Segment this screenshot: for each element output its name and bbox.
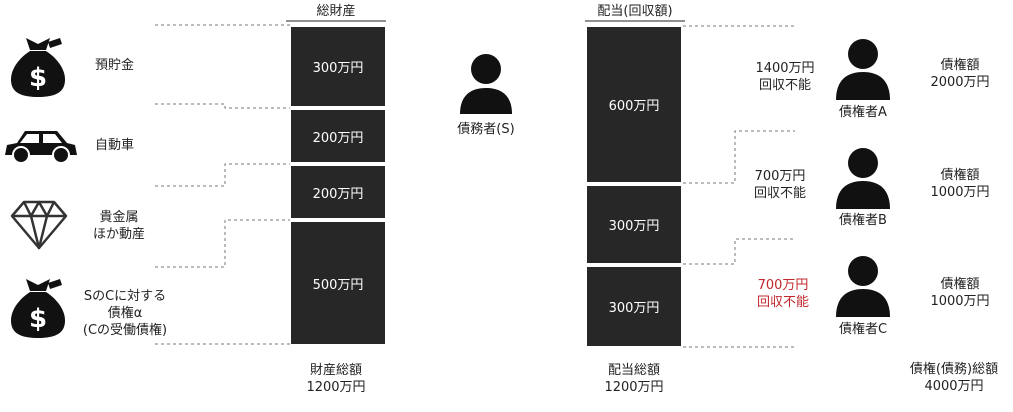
svg-text:$: $ [29,304,47,334]
asset-label-valuables: 貴金属 ほか動産 [92,210,145,242]
claims-total: 債権(債務)総額 4000万円 [909,362,999,394]
claim-amount-c: 債権額 1000万円 [930,277,990,309]
money-bag-icon: $ [8,275,68,339]
claim-amount-b: 債権額 1000万円 [930,168,990,200]
person-icon [834,255,892,317]
uncollectible-a: 1400万円 回収不能 [755,61,815,93]
distribution-block: 300万円 [587,186,681,263]
asset-bracket-line [155,219,290,268]
distribution-bracket-line [683,238,795,265]
assets-total: 財産総額 1200万円 [306,363,366,395]
asset-block: 200万円 [291,110,385,162]
diamond-icon [10,199,68,251]
distribution-header: 配当(回収額) [597,4,673,19]
distribution-block: 600万円 [587,27,681,182]
asset-block: 500万円 [291,222,385,344]
debtor-label: 債務者(S) [457,122,515,137]
asset-label-savings: 預貯金 [95,58,135,73]
uncollectible-b: 700万円 回収不能 [753,169,806,201]
person-icon [834,38,892,100]
uncollectible-c: 700万円 回収不能 [756,278,809,310]
car-icon [3,125,79,165]
asset-bracket-line [155,103,290,109]
claim-amount-a: 債権額 2000万円 [930,58,990,90]
asset-label-claim-alpha: SのCに対する 債権α (Cの受働債権) [82,289,168,338]
creditor-a-label: 債権者A [839,105,887,120]
assets-header: 総財産 [316,4,356,19]
asset-bracket-line [155,163,290,187]
distribution-bracket-line [683,130,795,184]
distribution-block: 300万円 [587,267,681,346]
asset-label-car: 自動車 [95,138,135,153]
money-bag-icon: $ [8,34,68,98]
creditor-c-label: 債権者C [838,322,888,337]
person-icon [458,52,514,116]
asset-block: 200万円 [291,166,385,218]
person-icon [834,147,892,209]
creditor-b-label: 債権者B [839,213,887,228]
svg-text:$: $ [29,63,47,93]
distribution-total: 配当総額 1200万円 [604,363,664,395]
asset-block: 300万円 [291,27,385,106]
